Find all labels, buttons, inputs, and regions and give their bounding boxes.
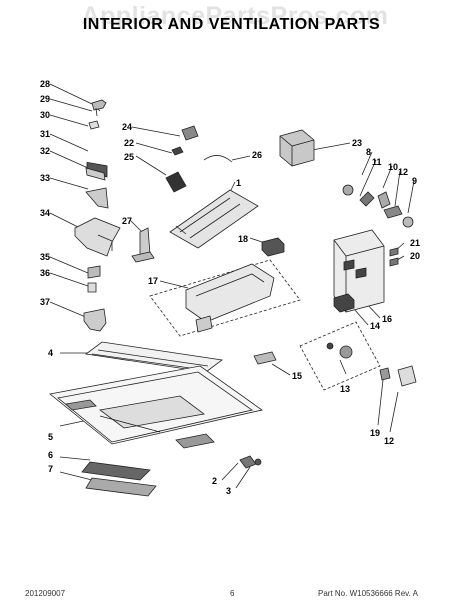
callout-12: 12	[398, 167, 408, 177]
callout-30: 30	[40, 110, 50, 120]
page-title: INTERIOR AND VENTILATION PARTS	[82, 16, 381, 33]
callout-15: 15	[292, 371, 302, 381]
callout-7: 7	[48, 464, 53, 474]
callout-28: 28	[40, 79, 50, 89]
callout-35: 35	[40, 252, 50, 262]
callout-27: 27	[122, 216, 132, 226]
callout-4: 4	[48, 348, 53, 358]
callout-21: 21	[410, 238, 420, 248]
watermark: AppliancePartsPros.com	[81, 2, 389, 30]
callout-10: 10	[388, 162, 398, 172]
callout-14: 14	[370, 321, 380, 331]
callout-1: 1	[236, 178, 241, 188]
callout-37: 37	[40, 297, 50, 307]
footer-part-number: Part No. W10536666 Rev. A	[318, 589, 418, 598]
callout-36: 36	[40, 268, 50, 278]
callout-18: 18	[238, 234, 248, 244]
callout-2: 2	[212, 476, 217, 486]
callout-3: 3	[226, 486, 231, 496]
callout-19: 19	[370, 428, 380, 438]
callout-33: 33	[40, 173, 50, 183]
callout-17: 17	[148, 276, 158, 286]
callout-24: 24	[122, 122, 132, 132]
callout-12: 12	[384, 436, 394, 446]
callout-6: 6	[48, 450, 53, 460]
footer-page-number: 6	[230, 589, 235, 598]
callout-16: 16	[382, 314, 392, 324]
callout-11: 11	[372, 157, 382, 167]
callout-23: 23	[352, 138, 362, 148]
callout-34: 34	[40, 208, 50, 218]
callout-20: 20	[410, 251, 420, 261]
callout-29: 29	[40, 94, 50, 104]
footer-date-code: 201209007	[25, 589, 66, 598]
callout-25: 25	[124, 152, 134, 162]
callout-13: 13	[340, 384, 350, 394]
callout-32: 32	[40, 146, 50, 156]
callout-22: 22	[124, 138, 134, 148]
callout-26: 26	[252, 150, 262, 160]
callout-31: 31	[40, 129, 50, 139]
callout-8: 8	[366, 147, 371, 157]
callout-9: 9	[412, 176, 417, 186]
callout-5: 5	[48, 432, 53, 442]
